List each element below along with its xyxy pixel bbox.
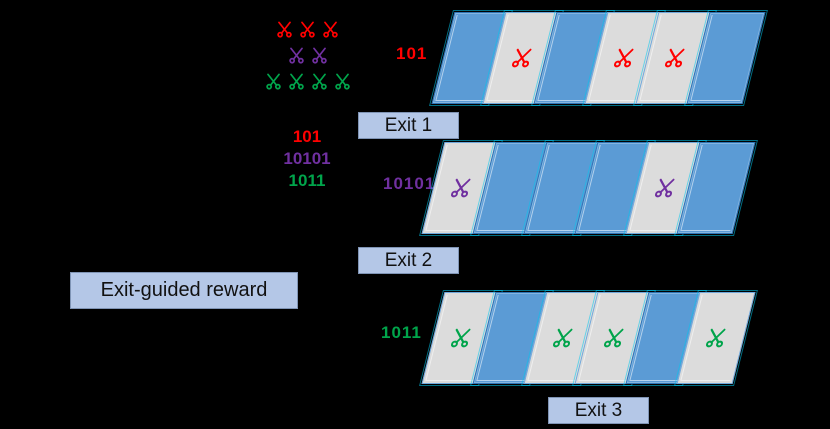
scissors-icon [298,20,317,39]
scissors-icon [333,72,352,91]
exit-label-2-text: Exit 2 [384,249,433,271]
scissors-legend-cluster [265,16,350,94]
row-binary-tag-1: 101 [396,44,428,63]
exit-label-2: Exit 2 [358,247,459,274]
exit-guided-reward-label: Exit-guided reward [100,279,268,301]
scissors-icon [310,72,329,91]
layer-block-face [676,292,756,384]
scissors-icon [310,46,329,65]
row-binary-tag-2: 10101 [383,174,436,193]
scissors-icon [287,72,306,91]
scissors-icon [287,46,306,65]
layer-block-face [676,142,756,234]
layer-block-face [686,12,766,104]
layer-row-3 [419,290,759,388]
exit-label-3-text: Exit 3 [574,399,623,421]
binary-string-legend: 101 10101 1011 [262,126,352,191]
layer-row-1 [429,10,769,108]
binary-legend-item-2: 10101 [283,148,331,168]
layer-row-2 [419,140,759,238]
scissors-legend-row-purple [265,42,350,68]
exit-label-3: Exit 3 [548,397,649,424]
exit-guided-reward-box: Exit-guided reward [70,272,298,309]
exited-layer-block [674,290,758,386]
exit-label-1-text: Exit 1 [384,114,433,136]
scissors-icon [275,20,294,39]
exit-label-1: Exit 1 [358,112,459,139]
scissors-legend-row-green [265,68,350,94]
active-layer-block [684,10,768,106]
binary-legend-item-3: 1011 [288,170,326,190]
scissors-icon [321,20,340,39]
row-binary-tag-3: 1011 [381,323,422,342]
scissors-icon [264,72,283,91]
scissors-legend-row-red [265,16,350,42]
binary-legend-item-1: 101 [292,127,322,146]
active-layer-block [674,140,758,236]
